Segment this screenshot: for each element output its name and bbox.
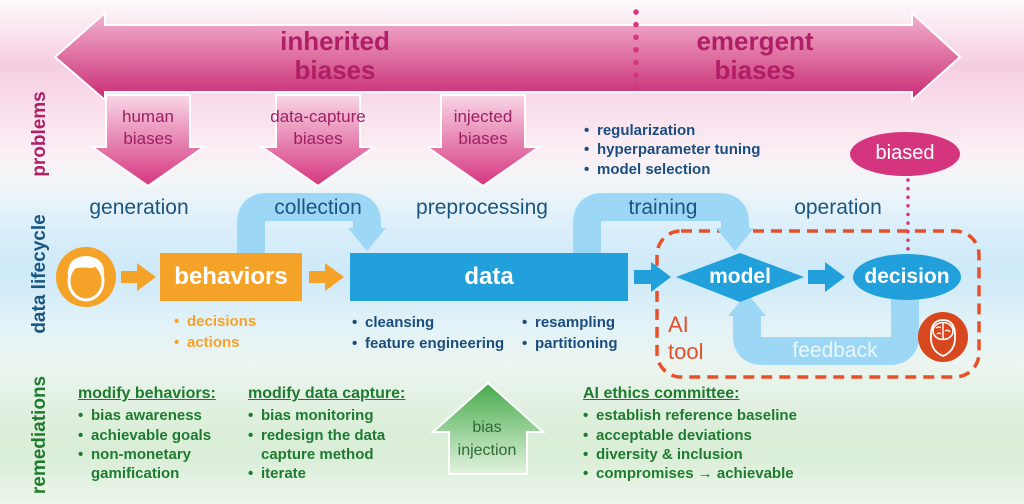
inherited-line1: inherited bbox=[280, 26, 390, 56]
biased-ellipse bbox=[850, 132, 960, 176]
data-capture-line1: data-capture bbox=[270, 107, 366, 126]
decision-label: decision bbox=[864, 265, 950, 288]
list-item: establish reference baseline bbox=[583, 406, 838, 426]
human-biases-line1: human bbox=[122, 107, 174, 126]
human-biases-label: human biases bbox=[88, 106, 208, 150]
biased-label: biased bbox=[875, 142, 935, 164]
feedback-label: feedback bbox=[792, 339, 878, 362]
side-label-remediations: remediations bbox=[29, 375, 50, 495]
data-box: data bbox=[350, 253, 628, 301]
inherited-biases-label: inherited biases bbox=[180, 27, 490, 85]
list-item: bias awareness bbox=[78, 406, 253, 426]
list-item: bias monitoring bbox=[248, 406, 423, 426]
remediation-heading: modify behaviors: bbox=[78, 385, 216, 402]
collection-arrowhead bbox=[348, 228, 386, 251]
data-capture-biases-arrow bbox=[258, 94, 378, 188]
stage-operation: operation bbox=[794, 196, 882, 219]
list-item: achievable goals bbox=[78, 426, 253, 446]
list-item: regularization bbox=[584, 121, 814, 141]
list-item: hyperparameter tuning bbox=[584, 140, 814, 160]
list-item: actions bbox=[174, 333, 304, 354]
data-capture-biases-label: data-capture biases bbox=[248, 106, 388, 150]
list-item: diversity & inclusion bbox=[583, 445, 838, 465]
decision-ellipse bbox=[853, 254, 961, 300]
injected-biases-label: injected biases bbox=[423, 106, 543, 150]
list-item: model selection bbox=[584, 160, 814, 180]
behaviors-to-data-arrow bbox=[309, 263, 344, 291]
injected-line1: injected bbox=[453, 107, 513, 126]
person-to-behaviors-arrow bbox=[121, 263, 156, 291]
model-diamond bbox=[676, 253, 804, 302]
side-label-problems: problems bbox=[29, 91, 50, 177]
feedback-arrow bbox=[733, 299, 919, 365]
training-bridge-arrow bbox=[573, 193, 749, 253]
remediation-heading: modify data capture: bbox=[248, 385, 406, 402]
ai-tool-line1: AI bbox=[668, 312, 689, 337]
remediation-col-ethics: AI ethics committee: establish reference… bbox=[583, 384, 838, 484]
list-item: redesign the data capture method bbox=[248, 426, 423, 465]
list-item: acceptable deviations bbox=[583, 426, 838, 446]
ai-tool-dashed-box bbox=[655, 229, 981, 379]
list-item: partitioning bbox=[522, 334, 652, 355]
data-to-model-arrow bbox=[634, 262, 671, 292]
remediation-heading: AI ethics committee: bbox=[583, 385, 740, 402]
behaviors-box: behaviors bbox=[160, 253, 302, 301]
human-biases-arrow bbox=[88, 94, 208, 188]
inherited-line2: biases bbox=[294, 55, 376, 85]
brain-icon bbox=[918, 312, 968, 362]
side-label-data-lifecycle: data lifecycle bbox=[29, 214, 50, 334]
model-to-decision-arrow bbox=[808, 262, 845, 292]
injected-line2: biases bbox=[458, 129, 508, 148]
stage-preprocessing: preprocessing bbox=[416, 196, 548, 219]
data-capture-line2: biases bbox=[293, 129, 343, 148]
injected-biases-arrow bbox=[423, 94, 543, 188]
feedback-arrowhead bbox=[728, 293, 766, 316]
list-item: compromises → achievable bbox=[583, 464, 838, 484]
model-label: model bbox=[709, 265, 771, 288]
behaviors-bullets: decisions actions bbox=[174, 312, 304, 353]
stage-collection: collection bbox=[274, 196, 362, 219]
training-arrowhead bbox=[716, 228, 754, 251]
data-bullets-right: resampling partitioning bbox=[522, 313, 652, 354]
bias-injection-line2: injection bbox=[457, 442, 517, 459]
person-icon bbox=[56, 247, 116, 307]
training-problems-list: regularization hyperparameter tuning mod… bbox=[584, 121, 814, 179]
bias-injection-label: bias injection bbox=[437, 416, 537, 462]
list-item: iterate bbox=[248, 464, 423, 484]
ai-tool-line2: tool bbox=[668, 339, 704, 364]
stage-generation: generation bbox=[89, 196, 189, 219]
ai-tool-label: AI tool bbox=[668, 311, 703, 365]
stage-training: training bbox=[628, 196, 698, 219]
list-item: cleansing bbox=[352, 313, 522, 334]
remediation-col-data-capture: modify data capture: bias monitoring red… bbox=[248, 384, 423, 484]
remediation-col-behaviors: modify behaviors: bias awareness achieva… bbox=[78, 384, 253, 483]
list-item: decisions bbox=[174, 312, 304, 333]
bias-injection-line1: bias bbox=[472, 419, 502, 436]
emergent-line1: emergent bbox=[696, 26, 814, 56]
list-item: feature engineering bbox=[352, 334, 522, 355]
collection-bridge-arrow bbox=[237, 193, 381, 253]
emergent-biases-label: emergent biases bbox=[600, 27, 910, 85]
list-item: non-monetary gamification bbox=[78, 445, 253, 484]
human-biases-line2: biases bbox=[123, 129, 173, 148]
bias-injection-arrow bbox=[430, 381, 546, 475]
list-item: resampling bbox=[522, 313, 652, 334]
data-bullets-left: cleansing feature engineering bbox=[352, 313, 522, 354]
emergent-line2: biases bbox=[714, 55, 796, 85]
